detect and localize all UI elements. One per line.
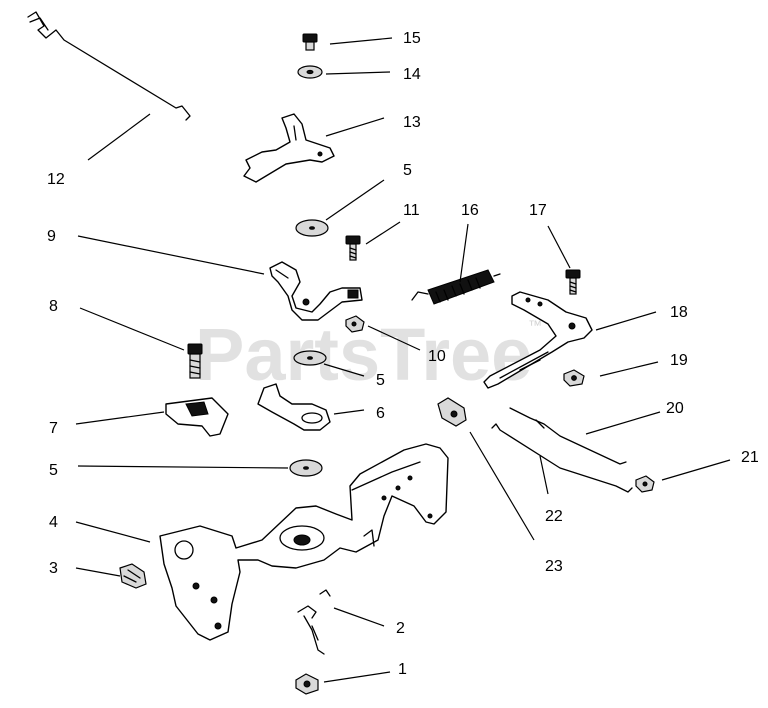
- callout-23: 23: [545, 558, 563, 575]
- callout-12: 12: [47, 171, 65, 188]
- part-2-spring: [297, 589, 331, 655]
- callout-8: 8: [49, 298, 58, 315]
- part-5-washer-lower: [289, 459, 323, 477]
- part-5-washer-top: [295, 219, 329, 237]
- callout-17: 17: [529, 202, 547, 219]
- callout-14: 14: [403, 66, 421, 83]
- callout-3: 3: [49, 560, 58, 577]
- callout-2: 2: [396, 620, 405, 637]
- part-18-lever: [483, 291, 593, 389]
- part-14-washer: [297, 65, 323, 79]
- part-1-nut: [295, 673, 319, 695]
- callout-19: 19: [670, 352, 688, 369]
- part-9-lever: [269, 261, 363, 321]
- part-17-bolt: [565, 269, 581, 295]
- callout-7: 7: [49, 420, 58, 437]
- part-11-screw: [345, 235, 361, 261]
- callout-5-top: 5: [403, 162, 412, 179]
- callout-6: 6: [376, 405, 385, 422]
- part-7-clip: [165, 397, 229, 437]
- callout-9: 9: [47, 228, 56, 245]
- callout-20: 20: [666, 400, 684, 417]
- part-23-clamp: [437, 397, 467, 427]
- watermark-trademark: ™: [528, 317, 542, 333]
- callout-21: 21: [741, 449, 759, 466]
- leader-lines: [75, 37, 731, 683]
- callout-16: 16: [461, 202, 479, 219]
- part-21-nut: [635, 475, 655, 493]
- callout-5-lower: 5: [49, 462, 58, 479]
- callout-18: 18: [670, 304, 688, 321]
- part-22-link: [491, 423, 633, 493]
- part-20-wire: [509, 407, 627, 465]
- part-13-bracket: [243, 113, 335, 183]
- part-6-plate: [257, 383, 331, 431]
- part-12-rod: [27, 11, 191, 121]
- part-15-bolt: [302, 33, 318, 51]
- part-4-main-bracket: [159, 443, 449, 641]
- callout-4: 4: [49, 514, 58, 531]
- callout-labels: 15 14 13 12 5 11 16 17 9 8 18 10 19 5 6 …: [47, 30, 759, 678]
- callout-10: 10: [428, 348, 446, 365]
- part-16-spring: [411, 269, 501, 305]
- callout-15: 15: [403, 30, 421, 47]
- callout-5-middle: 5: [376, 372, 385, 389]
- part-10-nut: [345, 315, 365, 333]
- watermark-text: PartsTree: [195, 313, 532, 396]
- part-3-fitting: [119, 563, 147, 589]
- part-19-nut: [563, 369, 585, 387]
- callout-22: 22: [545, 508, 563, 525]
- part-8-stud: [187, 343, 203, 379]
- callout-11: 11: [403, 202, 420, 219]
- callout-13: 13: [403, 114, 421, 131]
- part-5-washer-middle: [293, 350, 327, 366]
- callout-1: 1: [398, 661, 407, 678]
